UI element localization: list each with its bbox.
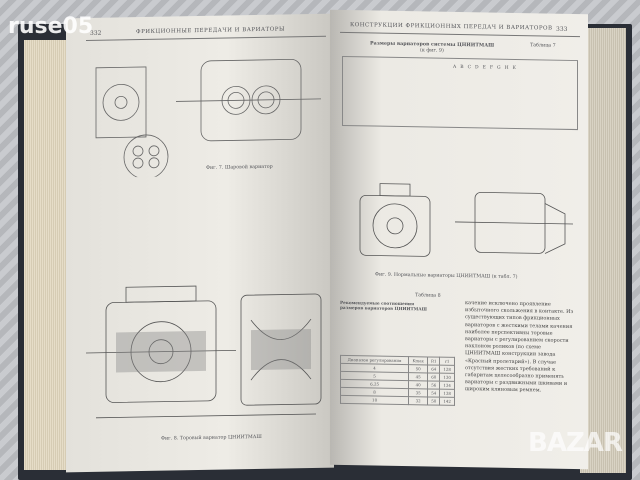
col-header: r1 xyxy=(439,357,455,366)
fig8-caption: Фиг. 8. Торовый вариатор ЦНИИТМАШ xyxy=(161,434,262,442)
cell: 32 xyxy=(408,396,428,405)
col-header: G xyxy=(497,65,501,71)
normal-variators-drawing xyxy=(359,183,573,257)
left-page: 332 ФРИКЦИОННЫЕ ПЕРЕДАЧИ И ВАРИАТОРЫ Фиг… xyxy=(66,13,334,473)
table7-label: Таблица 7 xyxy=(530,43,556,49)
watermark-ruse05: ruse05 xyxy=(8,14,94,39)
cell: 134 xyxy=(439,381,455,390)
col-header: B xyxy=(460,65,464,71)
header-rule xyxy=(340,31,580,38)
col-header: C xyxy=(467,65,472,71)
running-head: КОНСТРУКЦИИ ФРИКЦИОННЫХ ПЕРЕДАЧ И ВАРИАТ… xyxy=(350,22,553,32)
running-head: ФРИКЦИОННЫЕ ПЕРЕДАЧИ И ВАРИАТОРЫ xyxy=(136,26,285,36)
table8-title: Рекомендуемые соотношения размеров вариа… xyxy=(340,299,427,312)
table7: A B C D E F G H K xyxy=(342,55,578,131)
col-header: R1 xyxy=(427,356,440,366)
col-header: H xyxy=(504,65,509,71)
cell: 54 xyxy=(427,388,440,398)
cell: 128 xyxy=(439,365,455,374)
ball-variator-drawing xyxy=(95,59,321,178)
cell: 142 xyxy=(439,397,455,406)
col-header: K xyxy=(512,65,516,71)
page-number: 333 xyxy=(556,25,568,33)
page-edges-left xyxy=(24,40,74,470)
col-header: D xyxy=(475,65,479,71)
cell: 130 xyxy=(439,373,455,382)
fig9-caption: Фиг. 9. Нормальные вариаторы ЦНИИТМАШ (к… xyxy=(375,272,518,281)
cell: 50 xyxy=(427,396,440,406)
table7-header-row: A B C D E F G H K xyxy=(453,65,516,71)
cell: 56 xyxy=(427,380,440,390)
cell: 10 xyxy=(340,395,409,405)
header-rule xyxy=(86,35,326,41)
right-page: КОНСТРУКЦИИ ФРИКЦИОННЫХ ПЕРЕДАЧ И ВАРИАТ… xyxy=(330,9,588,470)
table7-title: Размеры вариаторов системы ЦНИИТМАШ xyxy=(370,40,495,49)
body-text: качение исключено проявление избыточного… xyxy=(465,300,574,394)
table8-label: Таблица 8 xyxy=(415,293,441,299)
cell: 64 xyxy=(427,364,440,374)
cell: 138 xyxy=(439,389,455,398)
toroidal-variator-drawing xyxy=(86,285,322,419)
col-header: A xyxy=(453,64,457,70)
col-header: F xyxy=(489,65,494,71)
col-header: E xyxy=(482,65,486,71)
cell: 60 xyxy=(427,372,440,382)
watermark-bazar-logo: BAZAR xyxy=(528,428,623,458)
table7-subtitle: (к фиг. 9) xyxy=(420,48,444,54)
